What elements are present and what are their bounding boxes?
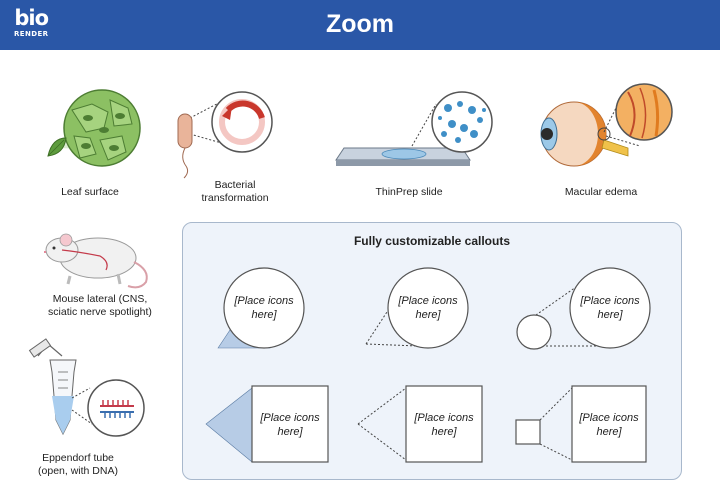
bacterial-transformation-label: Bacterial transformation: [201, 179, 269, 204]
macular-edema-icon[interactable]: [540, 83, 673, 167]
callout-placeholder-2: [Place icons here]: [398, 295, 458, 321]
callout-placeholder-3: [Place icons here]: [580, 295, 640, 321]
header-bar: [0, 0, 720, 50]
macular-edema-label: Macular edema: [564, 186, 638, 198]
callout-placeholder-4: [Place icons here]: [260, 412, 320, 438]
biorender-logo[interactable]: bio RENDER: [14, 6, 49, 39]
bacterial-transformation-icon[interactable]: [177, 91, 273, 179]
eppendorf-tube-icon[interactable]: [28, 338, 145, 437]
page-title: Zoom: [325, 10, 395, 38]
eppendorf-tube-label: Eppendorf tube (open, with DNA): [38, 452, 118, 477]
callout-placeholder-6: [Place icons here]: [579, 412, 639, 438]
callout-placeholder-1: [Place icons here]: [234, 295, 294, 321]
callout-placeholder-5: [Place icons here]: [414, 412, 474, 438]
thinprep-slide-icon[interactable]: [335, 91, 493, 166]
callout-square-with-source[interactable]: [515, 385, 647, 463]
callout-square-dotted-lines[interactable]: [357, 385, 483, 463]
logo-text-bottom: RENDER: [14, 30, 49, 38]
callouts-title: Fully customizable callouts: [353, 234, 511, 248]
thinprep-slide-label: ThinPrep slide: [375, 186, 443, 198]
leaf-surface-label: Leaf surface: [61, 186, 119, 198]
mouse-lateral-icon[interactable]: [44, 233, 148, 289]
mouse-lateral-label: Mouse lateral (CNS, sciatic nerve spotli…: [48, 293, 152, 318]
callout-circle-with-source[interactable]: [516, 267, 651, 350]
logo-text-top: bio: [14, 6, 49, 30]
callout-square-filled-wedge[interactable]: [205, 385, 329, 463]
callout-circle-dotted-lines[interactable]: [365, 267, 469, 349]
callout-circle-filled-wedge[interactable]: [217, 267, 305, 349]
leaf-surface-icon[interactable]: [47, 89, 141, 167]
